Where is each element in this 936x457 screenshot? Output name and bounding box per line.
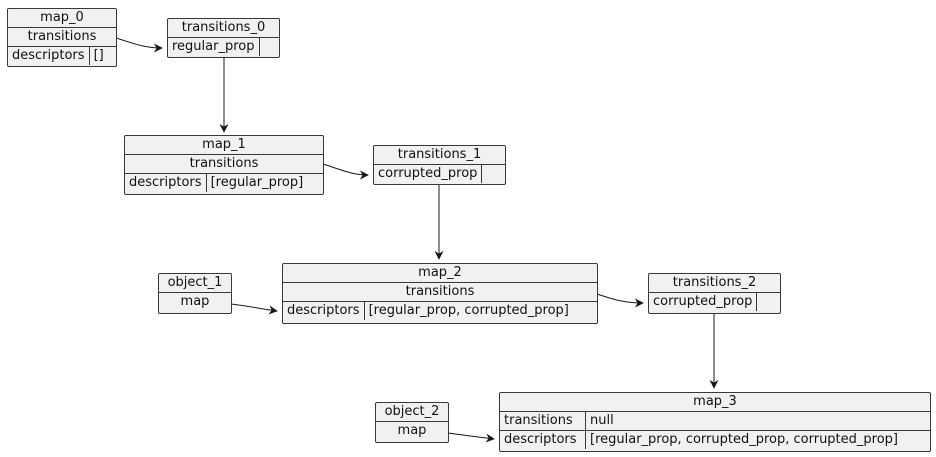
transition-entry: regular_prop: [168, 37, 279, 56]
node-title: map_0: [40, 10, 84, 25]
node-map-0: map_0 transitions descriptors []: [7, 8, 117, 67]
transitions-field: transitions: [125, 154, 323, 173]
node-title: transitions_0: [181, 20, 266, 35]
node-transitions-0: transitions_0 regular_prop: [167, 18, 280, 58]
field-value: [260, 38, 270, 56]
edge-map2-transitions2: [596, 293, 644, 308]
field-value: [regular_prop]: [210, 175, 304, 190]
field-key: descriptors: [8, 47, 90, 65]
node-title: map_3: [693, 394, 737, 409]
field-key: descriptors: [283, 302, 365, 320]
field-label: transitions: [405, 284, 475, 299]
node-map-2: map_2 transitions descriptors [regular_p…: [282, 263, 598, 324]
node-map-1: map_1 transitions descriptors [regular_p…: [124, 135, 324, 195]
node-transitions-2: transitions_2 corrupted_prop: [648, 273, 781, 314]
field-label: map: [397, 423, 427, 438]
field-value: [regular_prop, corrupted_prop, corrupted…: [590, 432, 898, 447]
edge-object1-map2: [230, 303, 278, 315]
transitions-field: transitions: [8, 27, 116, 46]
edge-map0-transitions0: [115, 37, 163, 53]
field-value: [regular_prop, corrupted_prop]: [368, 303, 569, 318]
node-title: map_2: [418, 265, 462, 280]
field-value: []: [93, 48, 104, 63]
node-transitions-1: transitions_1 corrupted_prop: [373, 145, 506, 185]
field-key: transitions: [500, 412, 586, 430]
descriptors-field: descriptors [regular_prop, corrupted_pro…: [500, 430, 930, 449]
transitions-field: transitions: [283, 282, 597, 301]
field-value: null: [590, 413, 614, 428]
field-key: corrupted_prop: [649, 293, 758, 311]
transition-entry: corrupted_prop: [374, 164, 505, 183]
field-value: [482, 165, 492, 183]
transition-entry: corrupted_prop: [649, 292, 780, 311]
descriptors-field: descriptors [regular_prop]: [125, 173, 323, 192]
node-object-2: object_2 map: [375, 402, 449, 443]
descriptors-field: descriptors [regular_prop, corrupted_pro…: [283, 301, 597, 320]
field-key: corrupted_prop: [374, 165, 483, 183]
edge-map1-transitions1: [322, 163, 369, 180]
field-key: descriptors: [125, 174, 207, 192]
edge-object2-map3: [447, 432, 495, 443]
field-label: transitions: [27, 29, 97, 44]
node-title: object_2: [384, 404, 440, 419]
node-title: transitions_2: [672, 275, 757, 290]
map-field: map: [376, 421, 448, 440]
descriptors-field: descriptors []: [8, 46, 116, 65]
node-object-1: object_1 map: [158, 273, 232, 314]
node-title: object_1: [167, 275, 223, 290]
node-title: transitions_1: [397, 147, 482, 162]
transitions-field: transitions null: [500, 411, 930, 430]
field-key: descriptors: [500, 431, 586, 449]
field-value: [757, 293, 767, 311]
field-label: transitions: [189, 156, 259, 171]
node-title: map_1: [202, 137, 246, 152]
field-label: map: [180, 294, 210, 309]
field-key: regular_prop: [168, 38, 260, 56]
node-map-3: map_3 transitions null descriptors [regu…: [499, 392, 931, 452]
map-field: map: [159, 292, 231, 311]
